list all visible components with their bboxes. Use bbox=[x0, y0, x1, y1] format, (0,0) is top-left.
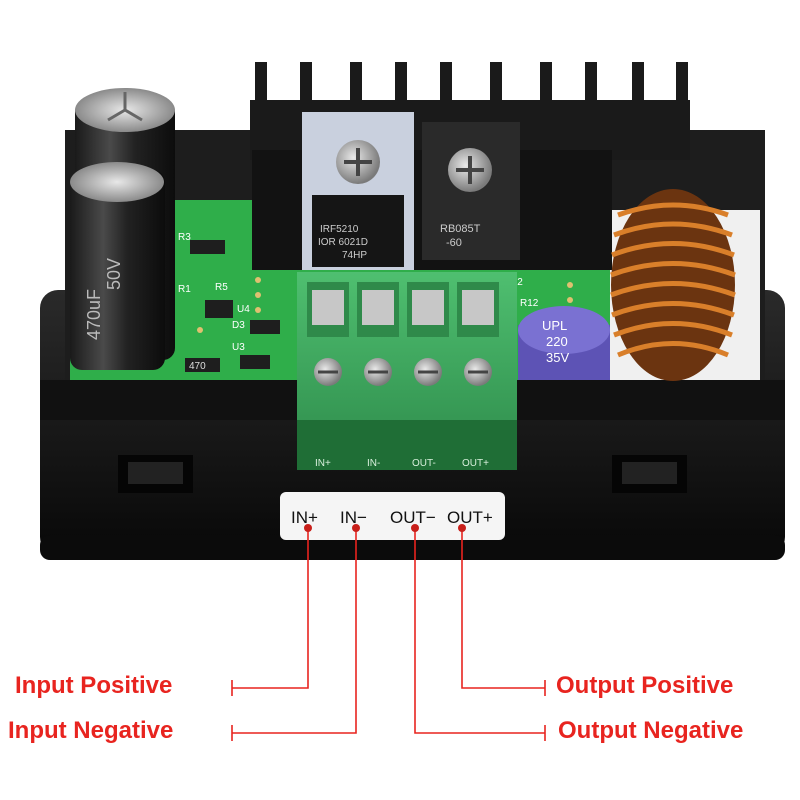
component-marking: 220 bbox=[546, 334, 568, 349]
component-marking: 35V bbox=[546, 350, 569, 365]
line-output-positive bbox=[461, 528, 545, 689]
dot-in-plus bbox=[304, 524, 312, 532]
silk-label: U4 bbox=[237, 304, 250, 315]
component-marking: IOR 6021D bbox=[318, 237, 368, 248]
silk-label: R3 bbox=[178, 232, 191, 243]
small-capacitor: UPL 220 35V bbox=[518, 306, 610, 380]
component-marking: UPL bbox=[542, 318, 567, 333]
mosfet: IRF5210 IOR 6021D 74HP bbox=[302, 112, 414, 270]
line-input-positive bbox=[232, 528, 309, 689]
callout-output-negative: Output Negative bbox=[558, 717, 744, 744]
toroid-inductor bbox=[610, 189, 736, 381]
silk-label: OUT+ bbox=[462, 458, 489, 469]
dot-out-minus bbox=[411, 524, 419, 532]
component-marking: 50V bbox=[104, 258, 124, 290]
callout-output-positive: Output Positive bbox=[556, 672, 734, 699]
silk-label: D3 bbox=[232, 320, 245, 331]
terminal-label-plate bbox=[280, 492, 505, 540]
dot-in-minus bbox=[352, 524, 360, 532]
silk-label: R12 bbox=[520, 298, 539, 309]
line-input-negative bbox=[232, 528, 357, 734]
screw-terminal-block: IN+ IN- OUT- OUT+ bbox=[297, 272, 517, 470]
terminal-label-in-plus: IN+ bbox=[291, 508, 318, 527]
terminal-dots bbox=[304, 524, 466, 532]
dot-out-plus bbox=[458, 524, 466, 532]
silk-label: OUT- bbox=[412, 458, 436, 469]
electrolytic-capacitors: 470uF 50V bbox=[70, 88, 175, 370]
silk-label: R5 bbox=[215, 282, 228, 293]
line-output-negative bbox=[414, 528, 545, 734]
component-marking: -60 bbox=[446, 237, 462, 249]
schottky-diode: RB085T -60 bbox=[422, 122, 520, 260]
silk-label: IN+ bbox=[315, 458, 331, 469]
silk-label: IN- bbox=[367, 458, 380, 469]
terminal-label-out-plus: OUT+ bbox=[447, 508, 493, 527]
component-marking: 74HP bbox=[342, 250, 367, 261]
callout-lines bbox=[231, 528, 546, 741]
silk-label: U3 bbox=[232, 342, 245, 353]
terminal-label-in-minus: IN− bbox=[340, 508, 367, 527]
silk-label: R1 bbox=[178, 284, 191, 295]
callout-input-positive: Input Positive bbox=[15, 672, 173, 699]
callout-input-negative: Input Negative bbox=[8, 717, 174, 744]
component-marking: IRF5210 bbox=[320, 224, 359, 235]
silk-label: 470 bbox=[189, 361, 206, 372]
component-marking: 470uF bbox=[84, 289, 104, 340]
terminal-label-out-minus: OUT− bbox=[390, 508, 436, 527]
component-marking: RB085T bbox=[440, 223, 481, 235]
terminal-screw bbox=[314, 358, 492, 386]
terminal-slot bbox=[307, 282, 499, 337]
